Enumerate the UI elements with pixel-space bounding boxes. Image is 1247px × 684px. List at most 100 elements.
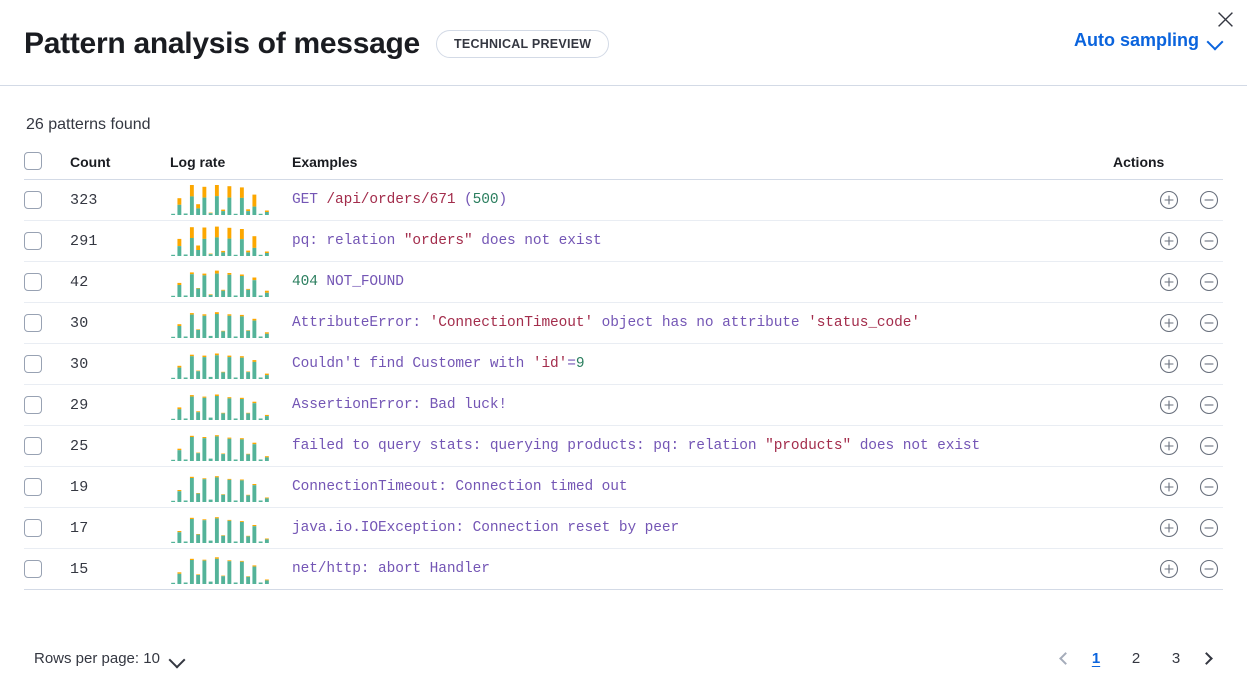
row-checkbox[interactable] bbox=[24, 355, 42, 373]
example-token: /api/orders/671 bbox=[326, 192, 456, 208]
example-cell: AttributeError: 'ConnectionTimeout' obje… bbox=[292, 302, 1113, 344]
row-checkbox[interactable] bbox=[24, 478, 42, 496]
actions-cell bbox=[1113, 548, 1223, 590]
remove-filter-button[interactable] bbox=[1195, 186, 1223, 214]
column-header-log-rate[interactable]: Log rate bbox=[170, 152, 292, 180]
remove-filter-button[interactable] bbox=[1195, 391, 1223, 419]
add-filter-button[interactable] bbox=[1155, 350, 1183, 378]
row-checkbox[interactable] bbox=[24, 232, 42, 250]
row-checkbox[interactable] bbox=[24, 314, 42, 332]
chevron-down-icon bbox=[170, 654, 185, 663]
column-header-examples[interactable]: Examples bbox=[292, 152, 1113, 180]
add-filter-icon bbox=[1159, 559, 1179, 579]
remove-filter-icon bbox=[1199, 477, 1219, 497]
add-filter-button[interactable] bbox=[1155, 432, 1183, 460]
add-filter-button[interactable] bbox=[1155, 555, 1183, 583]
auto-sampling-button[interactable]: Auto sampling bbox=[1074, 30, 1223, 51]
add-filter-button[interactable] bbox=[1155, 309, 1183, 337]
log-rate-cell bbox=[170, 302, 292, 344]
rows-per-page-label: Rows per page: 10 bbox=[34, 649, 160, 667]
row-checkbox[interactable] bbox=[24, 560, 42, 578]
example-token: AssertionError: Bad luck! bbox=[292, 397, 508, 413]
log-rate-cell bbox=[170, 466, 292, 508]
rows-per-page-button[interactable]: Rows per page: 10 bbox=[24, 650, 185, 667]
log-rate-cell bbox=[170, 343, 292, 385]
actions-cell bbox=[1113, 466, 1223, 508]
add-filter-button[interactable] bbox=[1155, 227, 1183, 255]
log-rate-sparkline bbox=[171, 270, 269, 297]
row-select-cell bbox=[24, 302, 70, 344]
actions-cell bbox=[1113, 343, 1223, 385]
add-filter-button[interactable] bbox=[1155, 186, 1183, 214]
add-filter-button[interactable] bbox=[1155, 514, 1183, 542]
example-cell: failed to query stats: querying products… bbox=[292, 425, 1113, 467]
add-filter-icon bbox=[1159, 313, 1179, 333]
remove-filter-button[interactable] bbox=[1195, 350, 1223, 378]
log-rate-sparkline bbox=[171, 394, 269, 420]
pagination-page-2[interactable]: 2 bbox=[1121, 643, 1151, 673]
example-token: failed to query stats: querying products… bbox=[292, 438, 766, 454]
add-filter-button[interactable] bbox=[1155, 391, 1183, 419]
row-checkbox[interactable] bbox=[24, 191, 42, 209]
close-button[interactable] bbox=[1209, 3, 1241, 35]
add-filter-button[interactable] bbox=[1155, 473, 1183, 501]
count-cell: 25 bbox=[70, 425, 170, 467]
row-checkbox[interactable] bbox=[24, 396, 42, 414]
row-checkbox[interactable] bbox=[24, 437, 42, 455]
log-rate-sparkline bbox=[171, 435, 269, 461]
example-token: pq: relation bbox=[292, 233, 404, 249]
add-filter-button[interactable] bbox=[1155, 268, 1183, 296]
flyout-header: Pattern analysis of message TECHNICAL PR… bbox=[0, 0, 1247, 86]
pagination-next-button[interactable] bbox=[1193, 643, 1223, 673]
row-select-cell bbox=[24, 548, 70, 590]
pagination-page-3[interactable]: 3 bbox=[1161, 643, 1191, 673]
select-all-checkbox[interactable] bbox=[24, 152, 42, 170]
add-filter-icon bbox=[1159, 477, 1179, 497]
remove-filter-button[interactable] bbox=[1195, 432, 1223, 460]
row-checkbox[interactable] bbox=[24, 273, 42, 291]
example-token: does not exist bbox=[851, 438, 981, 454]
row-select-cell bbox=[24, 466, 70, 508]
remove-filter-button[interactable] bbox=[1195, 268, 1223, 296]
remove-filter-button[interactable] bbox=[1195, 473, 1223, 501]
count-cell: 42 bbox=[70, 261, 170, 303]
remove-filter-button[interactable] bbox=[1195, 309, 1223, 337]
column-header-count[interactable]: Count bbox=[70, 152, 170, 180]
chevron-right-icon bbox=[1200, 651, 1213, 665]
count-cell: 29 bbox=[70, 384, 170, 426]
count-cell: 15 bbox=[70, 548, 170, 590]
remove-filter-button[interactable] bbox=[1195, 555, 1223, 583]
remove-filter-icon bbox=[1199, 436, 1219, 456]
remove-filter-icon bbox=[1199, 231, 1219, 251]
remove-filter-icon bbox=[1199, 559, 1219, 579]
example-token: does not exist bbox=[472, 233, 602, 249]
pagination-page-1[interactable]: 1 bbox=[1081, 643, 1111, 673]
remove-filter-button[interactable] bbox=[1195, 227, 1223, 255]
pagination-previous-button[interactable] bbox=[1049, 643, 1079, 673]
table-row[interactable]: 29 AssertionError: Bad luck! bbox=[24, 384, 1223, 426]
remove-filter-button[interactable] bbox=[1195, 514, 1223, 542]
patterns-found-label: 26 patterns found bbox=[26, 116, 151, 133]
example-cell: pq: relation "orders" does not exist bbox=[292, 220, 1113, 262]
log-rate-cell bbox=[170, 507, 292, 549]
count-cell: 17 bbox=[70, 507, 170, 549]
table-row[interactable]: 25 failed to query stats: querying produc… bbox=[24, 425, 1223, 467]
example-token: 'id' bbox=[532, 356, 568, 372]
example-token: 'status_code' bbox=[808, 315, 920, 331]
row-checkbox[interactable] bbox=[24, 519, 42, 537]
header-right: Auto sampling bbox=[1074, 26, 1223, 51]
close-icon bbox=[1217, 11, 1233, 27]
add-filter-icon bbox=[1159, 190, 1179, 210]
example-token: GET bbox=[292, 192, 327, 208]
